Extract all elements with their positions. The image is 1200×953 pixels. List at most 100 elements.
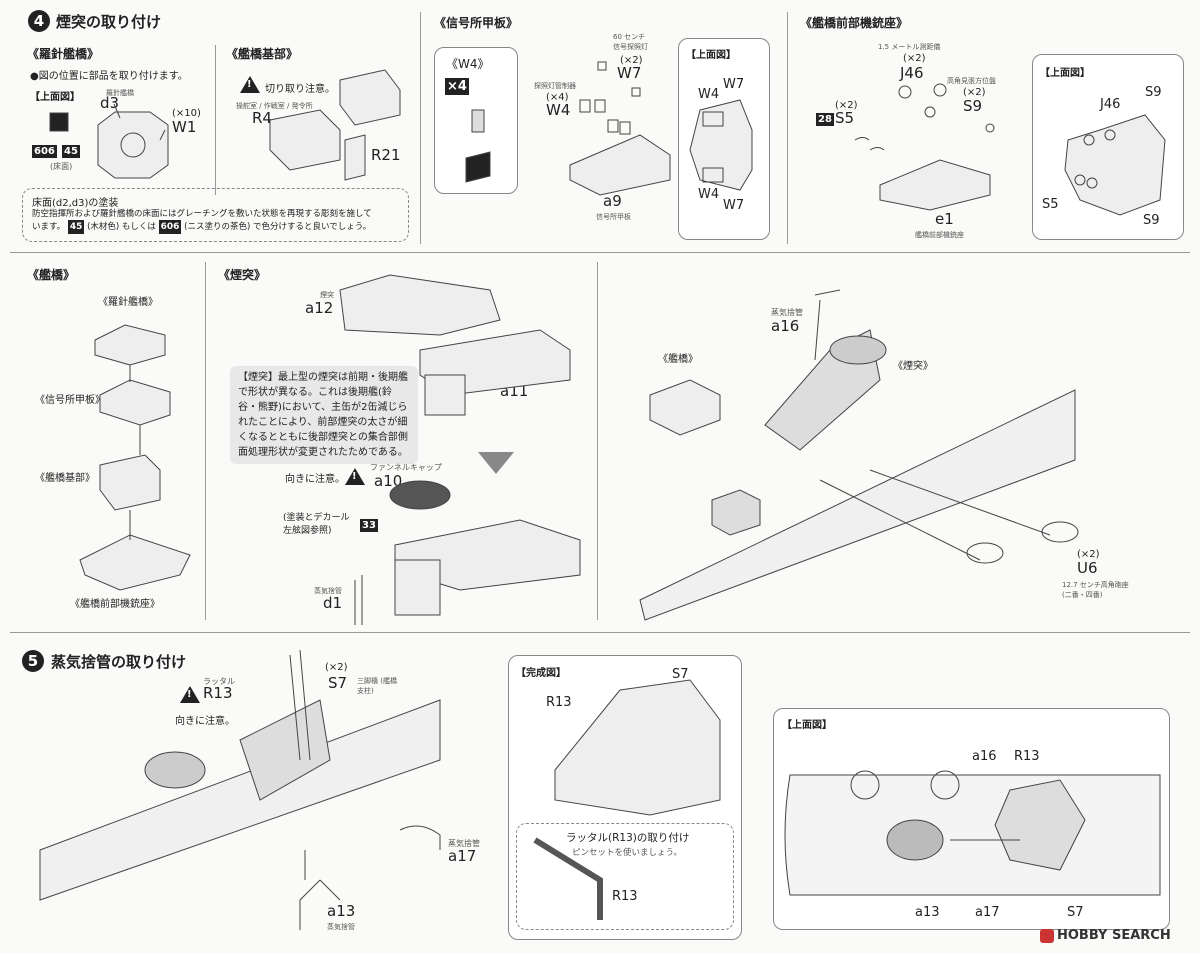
subassembly-label: 《艦橋》 bbox=[658, 354, 698, 365]
subassembly-label: 《信号所甲板》 bbox=[35, 395, 105, 406]
quantity: (×2) bbox=[963, 87, 986, 98]
step-title: 蒸気捨管の取り付け bbox=[51, 653, 187, 671]
w4-box-label: 《W4》 bbox=[446, 57, 490, 71]
part-note: 12.7 センチ高角砲座 (二番・四番) bbox=[1062, 581, 1129, 599]
part-note: 探照灯管制器 bbox=[534, 82, 576, 90]
top-view-label: 【上面図】 bbox=[782, 720, 832, 731]
paint-note-box bbox=[22, 188, 409, 242]
inset-subtitle: ピンセットを使いましょう。 bbox=[572, 848, 682, 858]
warning-icon: ! bbox=[240, 76, 260, 93]
paint-code-badge: 606 bbox=[158, 220, 182, 234]
quantity: (×4) bbox=[546, 92, 569, 103]
funnel-note: 【煙突】最上型の煙突は前期・後期艦で形状が異なる。これは後期艦(鈴谷・熊野)にお… bbox=[230, 366, 418, 464]
part-note: 蒸気捨管 bbox=[771, 308, 803, 317]
part-note: 信号所甲板 bbox=[596, 213, 631, 221]
top-view-label: 【上面図】 bbox=[1040, 68, 1090, 79]
label: S7 bbox=[672, 667, 689, 682]
paint-code-badge: 28 bbox=[816, 113, 834, 126]
quantity: (×2) bbox=[1077, 549, 1100, 560]
label: S5 bbox=[1042, 197, 1059, 212]
warning-icon: ! bbox=[180, 686, 200, 703]
part-note: 蒸気捨管 bbox=[327, 923, 355, 931]
step-title: 煙突の取り付け bbox=[56, 13, 162, 31]
part-r4-label: R4 bbox=[252, 109, 272, 127]
subassembly-label: 《艦橋基部》 bbox=[35, 473, 95, 484]
part-note: 羅針艦橋 bbox=[106, 89, 134, 97]
part-u6-label: U6 bbox=[1077, 559, 1098, 577]
part-note: 高角見張方位盤 bbox=[947, 77, 996, 85]
part-a9-label: a9 bbox=[603, 192, 622, 210]
paint-code-badge: 45 bbox=[62, 145, 80, 158]
section-heading: 《煙突》 bbox=[218, 268, 267, 282]
inset-title: ラッタル(R13)の取り付け bbox=[566, 832, 690, 844]
paint-code-badge: 606 bbox=[32, 145, 57, 158]
divider bbox=[420, 12, 421, 244]
label: R13 bbox=[1014, 749, 1040, 764]
caution-text: 向きに注意。 bbox=[285, 474, 345, 485]
divider bbox=[10, 632, 1190, 633]
warning-icon: ! bbox=[345, 468, 365, 485]
part-d3-label: d3 bbox=[100, 94, 120, 112]
part-j46-label: J46 bbox=[900, 64, 924, 82]
subassembly-label: 《羅針艦橋》 bbox=[98, 297, 158, 308]
top-view-box bbox=[773, 708, 1170, 930]
watermark-text: HOBBY SEARCH bbox=[1057, 928, 1171, 943]
top-view-label: 【上面図】 bbox=[686, 50, 736, 61]
label: W7 bbox=[723, 77, 745, 92]
part-s7-label: S7 bbox=[328, 674, 348, 692]
part-note: 艦橋前部機銃座 bbox=[915, 231, 964, 239]
divider bbox=[597, 262, 598, 620]
step-number: 5 bbox=[22, 650, 44, 672]
label: J46 bbox=[1100, 97, 1121, 112]
label: R13 bbox=[612, 889, 638, 904]
part-note: 蒸気捨管 bbox=[448, 839, 480, 848]
part-s5-label: S5 bbox=[835, 109, 855, 127]
part-s9-label: S9 bbox=[963, 97, 983, 115]
label: W4 bbox=[698, 87, 720, 102]
divider bbox=[205, 262, 206, 620]
part-note: 煙突 bbox=[320, 291, 334, 299]
quantity: (×2) bbox=[325, 662, 348, 673]
quantity: (×2) bbox=[835, 100, 858, 111]
part-r13-label: R13 bbox=[203, 684, 233, 702]
floor-note: (床面) bbox=[50, 162, 73, 171]
label: W4 bbox=[698, 187, 720, 202]
caution-text: 向きに注意。 bbox=[175, 716, 235, 727]
divider bbox=[10, 252, 1190, 253]
section-heading: 《艦橋前部機銃座》 bbox=[800, 16, 909, 30]
part-note: 三脚檣 (艦橋支柱) bbox=[357, 677, 397, 695]
part-note: 操舵室 / 作戦室 / 発令所 bbox=[236, 102, 313, 110]
top-view-box bbox=[1032, 54, 1184, 240]
label: a17 bbox=[975, 905, 1000, 920]
paint-decal-note: (塗装とデカール 左舷図参照) bbox=[283, 513, 350, 536]
subassembly-label: 《煙突》 bbox=[893, 361, 933, 372]
part-note: ラッタル bbox=[203, 677, 235, 686]
watermark: HOBBY SEARCH bbox=[1040, 928, 1171, 943]
divider bbox=[215, 45, 216, 195]
part-w7-label: W7 bbox=[617, 64, 642, 82]
paint-note-title: 床面(d2,d3)の塗装 bbox=[32, 198, 119, 209]
subassembly-label: 《艦橋前部機銃座》 bbox=[70, 599, 160, 610]
paint-code-badge: 33 bbox=[360, 519, 378, 532]
text: (ニス塗りの茶色) で色分けすると良いでしょう。 bbox=[184, 222, 372, 232]
part-a12-label: a12 bbox=[305, 299, 334, 317]
part-a17-label: a17 bbox=[448, 847, 477, 865]
part-a11-label: a11 bbox=[500, 382, 529, 400]
arrow-down-icon bbox=[478, 452, 514, 474]
label: S7 bbox=[1067, 905, 1084, 920]
part-a16-label: a16 bbox=[771, 317, 800, 335]
part-w1-label: W1 bbox=[172, 118, 197, 136]
part-a10-label: a10 bbox=[374, 472, 403, 490]
quantity-badge: ×4 bbox=[445, 78, 469, 95]
watermark-logo-icon bbox=[1040, 928, 1054, 943]
step-number: 4 bbox=[28, 10, 50, 32]
part-note: ファンネルキャップ bbox=[370, 463, 442, 472]
section-heading: 《羅針艦橋》 bbox=[27, 47, 100, 61]
completed-label: 【完成図】 bbox=[516, 668, 566, 679]
part-note: 60 センチ 信号探照灯 bbox=[613, 33, 648, 51]
part-e1-label: e1 bbox=[935, 210, 954, 228]
label: W7 bbox=[723, 198, 745, 213]
quantity: (×10) bbox=[172, 108, 201, 119]
part-a13-label: a13 bbox=[327, 902, 356, 920]
